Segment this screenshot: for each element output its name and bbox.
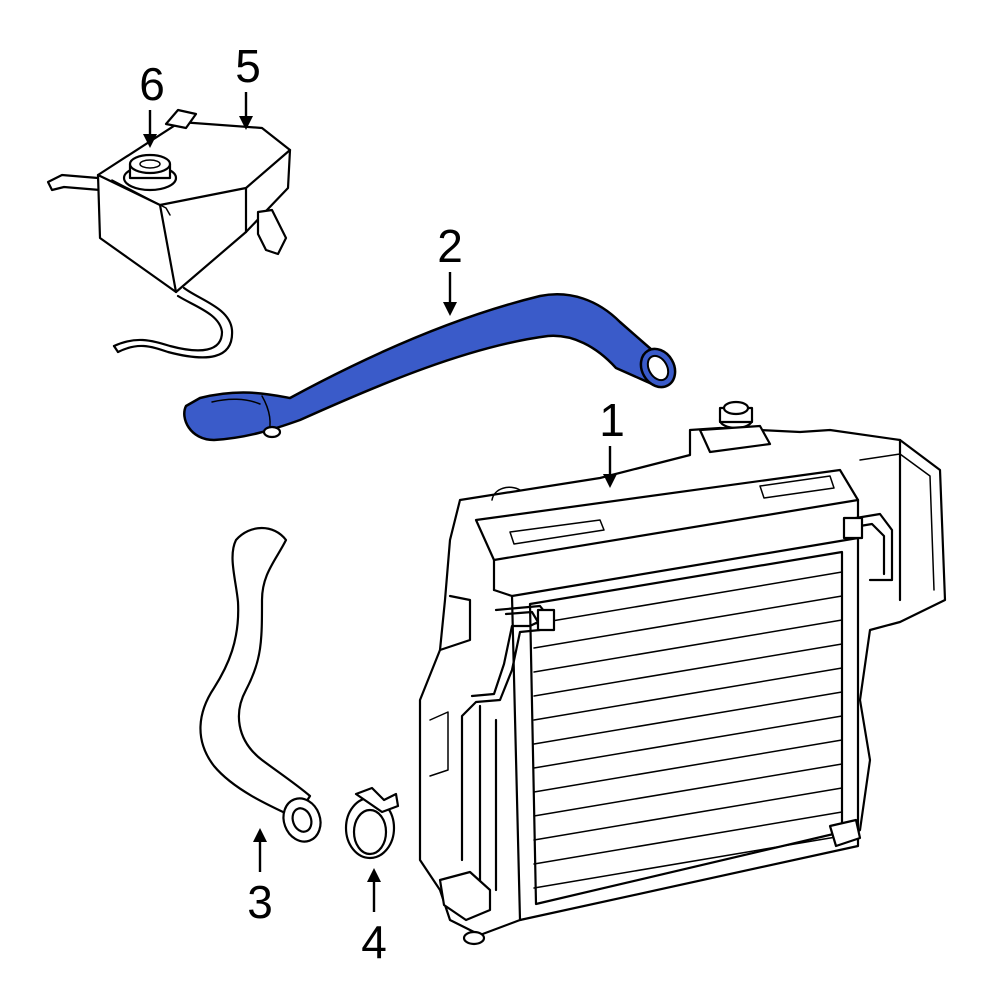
callout-5: 5 — [235, 40, 261, 130]
svg-text:5: 5 — [235, 40, 261, 92]
callout-6: 6 — [139, 58, 165, 148]
callout-1: 1 — [599, 394, 625, 488]
svg-text:6: 6 — [139, 58, 165, 110]
svg-text:4: 4 — [361, 916, 387, 968]
callout-2: 2 — [437, 220, 463, 316]
lower-radiator-hose[interactable] — [199, 527, 326, 847]
upper-radiator-hose[interactable] — [183, 293, 682, 442]
radiator[interactable] — [418, 400, 947, 946]
hose-clamp[interactable] — [344, 786, 400, 860]
svg-text:2: 2 — [437, 220, 463, 272]
callout-3: 3 — [247, 828, 273, 928]
radiator-core-fins — [533, 571, 843, 889]
svg-text:1: 1 — [599, 394, 625, 446]
coolant-reservoir[interactable] — [46, 108, 292, 359]
svg-text:3: 3 — [247, 876, 273, 928]
callout-4: 4 — [361, 868, 387, 968]
